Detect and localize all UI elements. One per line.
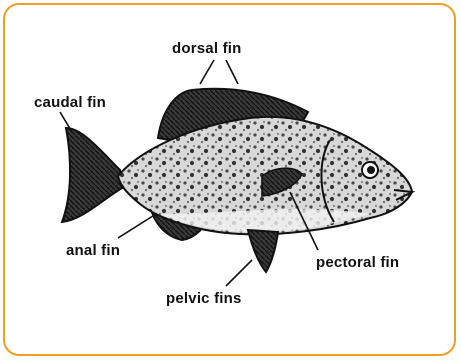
- dorsal-leader-2: [226, 60, 238, 84]
- label-dorsal-fin: dorsal fin: [172, 40, 242, 57]
- pelvic-fin-shape: [248, 230, 278, 272]
- caudal-fin-shape: [62, 128, 122, 222]
- label-anal-fin: anal fin: [66, 242, 120, 259]
- pupil-shape: [367, 166, 375, 174]
- dorsal-leader: [200, 60, 214, 84]
- label-caudal-fin: caudal fin: [34, 94, 106, 111]
- anal-leader: [118, 214, 156, 238]
- label-pelvic-fins: pelvic fins: [166, 290, 242, 307]
- pelvic-leader: [226, 260, 252, 286]
- label-pectoral-fin: pectoral fin: [316, 254, 399, 271]
